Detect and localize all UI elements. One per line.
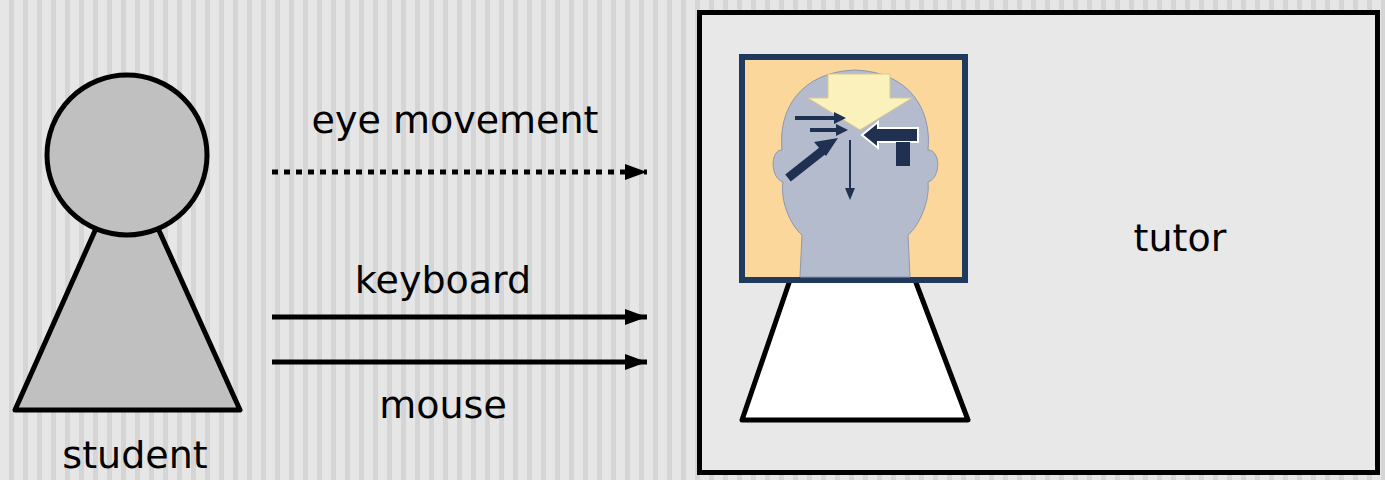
node-label: tutor <box>1080 215 1280 261</box>
person-head <box>47 75 207 235</box>
student-figure: student <box>10 70 260 475</box>
input-arrow <box>272 360 647 365</box>
channel-label: eye movement <box>255 97 655 143</box>
channel-label: mouse <box>243 382 643 428</box>
dotted-arrow <box>272 170 647 175</box>
person-outline <box>10 70 260 475</box>
input-arrow <box>272 315 647 320</box>
node-label: student <box>10 432 260 478</box>
tutor-box: tutor <box>697 10 1380 475</box>
person-body <box>15 215 240 410</box>
channel-label: keyboard <box>243 257 643 303</box>
